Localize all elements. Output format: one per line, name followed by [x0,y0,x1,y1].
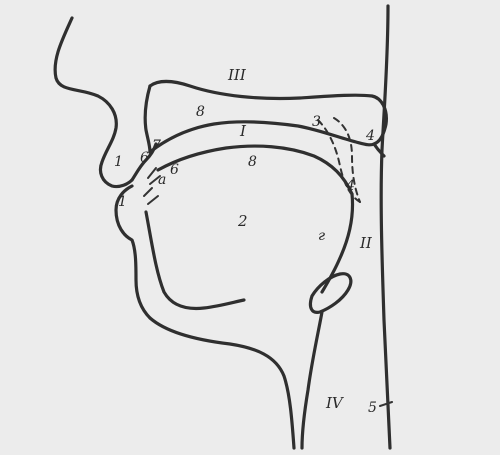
label-1-lower: 1 [118,194,127,210]
label-7: 7 [152,138,161,154]
label-5: 5 [368,400,377,416]
label-roman-IV: IV [325,394,345,412]
label-2: 2 [237,212,248,230]
label-8-lower: 8 [248,154,257,170]
label-roman-II: II [359,234,373,252]
label-roman-III: III [227,66,247,84]
label-4-upper: 4 [365,128,375,144]
label-6-right: 6 [170,162,179,178]
label-6-left: 6 [140,150,149,166]
label-a: a [158,172,166,188]
label-8-upper: 8 [196,104,205,120]
label-4-lower: 4 [345,178,355,194]
label-1-upper: 1 [114,154,123,170]
label-roman-I: I [239,122,247,140]
label-g: г [318,228,325,244]
label-3: 3 [312,114,321,130]
